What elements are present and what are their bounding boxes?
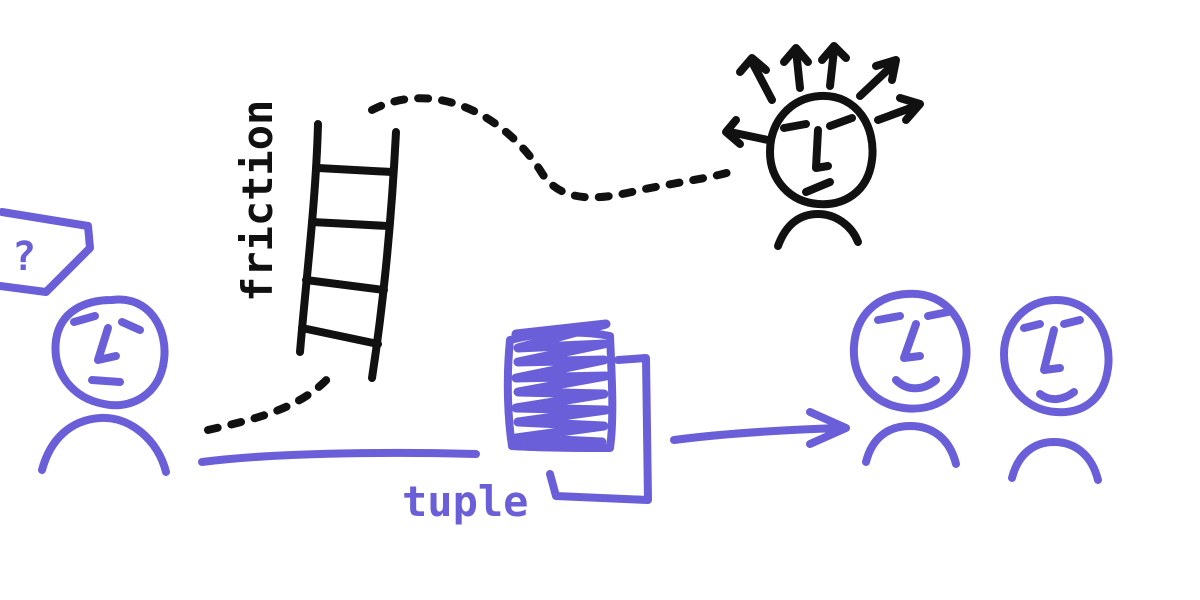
arrow-icon [722, 116, 772, 148]
ladder-rung [298, 324, 382, 348]
person-eyebrow-right [924, 308, 952, 320]
arrow-icon [736, 54, 776, 104]
person-mouth [1036, 388, 1078, 403]
person-shoulders [862, 422, 960, 468]
person-mouth [88, 376, 124, 386]
person-head [1000, 296, 1113, 417]
person-eyebrow-right [118, 318, 144, 334]
arrow-icon [818, 42, 850, 90]
arrow-icon [670, 408, 850, 448]
person-mouth [892, 376, 940, 393]
person-nose [94, 324, 120, 364]
arrow-icon [856, 56, 900, 100]
spring-coils [511, 319, 611, 447]
person-eyebrow-left [1020, 320, 1044, 332]
ladder-rung [314, 164, 396, 176]
ladder-icon [296, 120, 400, 382]
happy-person-icon [849, 289, 971, 468]
happy-person-icon [1000, 296, 1113, 484]
person-nose [900, 320, 924, 362]
friction-path [204, 94, 734, 434]
tuple-path [198, 408, 850, 466]
overwhelmed-person-icon [722, 42, 924, 250]
person-nose [1040, 326, 1064, 374]
person-eyebrow-left [780, 120, 810, 132]
solid-line-to-spring [198, 448, 480, 466]
spring-outer-bracket [546, 354, 652, 504]
ladder-rail-left [296, 120, 322, 356]
ladder-rail-right [368, 128, 400, 382]
person-eyebrow-left [70, 312, 99, 326]
person-eyebrow-right [1060, 316, 1084, 328]
person-shoulders [1008, 438, 1102, 484]
coil-spring-icon [503, 319, 652, 504]
person-head [849, 289, 971, 413]
person-shoulders [774, 210, 862, 250]
dashed-path-upper [368, 94, 734, 202]
arrow-icon [874, 94, 924, 124]
person-nose [812, 126, 832, 172]
speech-bubble-icon: ? [0, 208, 94, 296]
friction-label: friction [233, 100, 282, 302]
dashed-path-lower [204, 372, 334, 434]
ladder-rung [302, 276, 388, 294]
ladder-rung [308, 218, 392, 230]
confused-person-icon [38, 295, 170, 476]
person-eyebrow-right [826, 114, 856, 130]
tuple-label: tuple [402, 477, 528, 526]
person-shoulders [38, 413, 170, 476]
question-mark-label: ? [12, 234, 36, 280]
person-mouth [802, 178, 834, 196]
person-head [766, 91, 877, 209]
person-eyebrow-left [874, 312, 904, 324]
person-head [51, 295, 169, 410]
arrow-icon [780, 44, 812, 92]
